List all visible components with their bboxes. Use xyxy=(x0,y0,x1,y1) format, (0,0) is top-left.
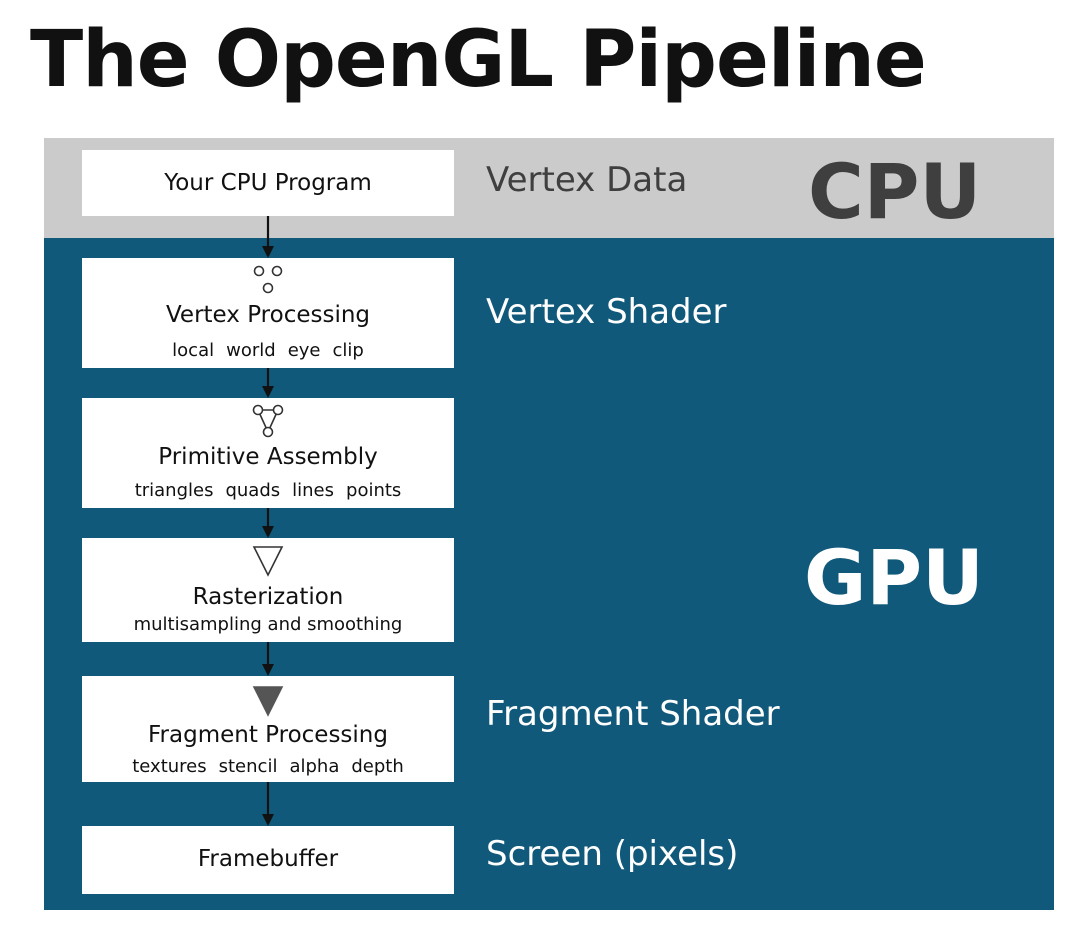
stage-name: Your CPU Program xyxy=(164,170,372,196)
page-title: The OpenGL Pipeline xyxy=(30,15,927,105)
detail-clip: clip xyxy=(332,340,364,361)
stage-cpu-program: Your CPU Program xyxy=(82,150,454,216)
stage-details: textures stencil alpha depth xyxy=(82,756,454,777)
stage-framebuffer: Framebuffer xyxy=(82,826,454,894)
side-label-screen: Screen (pixels) xyxy=(486,834,739,874)
cpu-label: CPU xyxy=(808,147,982,236)
side-label-vertex-shader: Vertex Shader xyxy=(486,292,727,332)
detail-world: world xyxy=(226,340,276,361)
arrow-down-icon xyxy=(262,368,274,398)
stage-name: Vertex Processing xyxy=(165,302,371,328)
detail-alpha: alpha xyxy=(289,756,340,777)
detail-triangles: triangles xyxy=(134,480,214,501)
detail-textures: textures xyxy=(132,756,207,777)
arrow-down-icon xyxy=(262,782,274,826)
detail-depth: depth xyxy=(351,756,404,777)
stage-rasterization: Rasterization multisampling and smoothin… xyxy=(82,538,454,642)
detail-lines: lines xyxy=(292,480,335,501)
vertex-points-icon xyxy=(82,264,454,296)
hollow-triangle-icon xyxy=(82,544,454,578)
arrow-down-icon xyxy=(262,508,274,538)
detail-stencil: stencil xyxy=(218,756,278,777)
detail-multisampling: multisampling and smoothing xyxy=(133,614,403,635)
filled-triangle-icon xyxy=(82,684,454,718)
stage-name: Framebuffer xyxy=(197,846,339,872)
detail-points: points xyxy=(346,480,402,501)
side-label-vertex-data: Vertex Data xyxy=(486,160,688,200)
stage-details: multisampling and smoothing xyxy=(82,614,454,635)
side-label-fragment-shader: Fragment Shader xyxy=(486,694,780,734)
stage-details: triangles quads lines points xyxy=(82,480,454,501)
detail-eye: eye xyxy=(287,340,321,361)
stage-fragment-processing: Fragment Processing textures stencil alpha… xyxy=(82,676,454,782)
gpu-label: GPU xyxy=(804,533,984,622)
arrow-down-icon xyxy=(262,216,274,258)
detail-quads: quads xyxy=(225,480,281,501)
stage-name: Rasterization xyxy=(192,584,344,610)
triangle-graph-icon xyxy=(82,402,454,440)
stage-name: Primitive Assembly xyxy=(158,444,378,470)
detail-local: local xyxy=(172,340,215,361)
arrow-down-icon xyxy=(262,642,274,676)
stage-name: Fragment Processing xyxy=(148,722,388,748)
